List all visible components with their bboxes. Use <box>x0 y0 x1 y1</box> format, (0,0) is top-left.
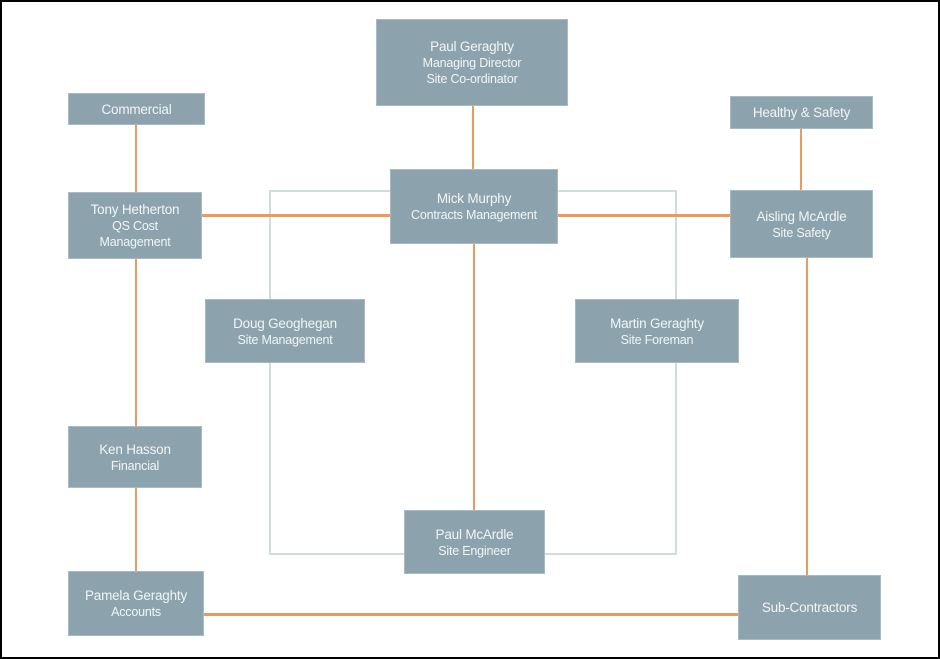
node-ken-hasson[interactable]: Ken Hasson Financial <box>68 426 202 488</box>
connector-mick-to-paulmcardle <box>473 244 475 510</box>
node-role: Site Foreman <box>620 332 694 347</box>
connector-aisling-to-subcontractors <box>806 258 808 575</box>
node-name: Pamela Geraghty <box>84 588 188 603</box>
node-name: Healthy & Safety <box>752 105 851 120</box>
node-healthy-safety[interactable]: Healthy & Safety <box>730 96 873 129</box>
node-name: Ken Hasson <box>99 441 171 457</box>
node-name: Mick Murphy <box>436 191 512 206</box>
node-name: Aisling McArdle <box>756 208 847 224</box>
node-tony-hetherton[interactable]: Tony Hetherton QS Cost Management <box>68 192 202 259</box>
connector-pamela-to-subcontractors <box>204 613 738 616</box>
connector-commercial-to-tony <box>135 124 137 192</box>
node-doug-geoghegan[interactable]: Doug Geoghegan Site Management <box>205 299 365 363</box>
node-role: Management <box>99 235 171 249</box>
node-paul-geraghty[interactable]: Paul Geraghty Managing Director Site Co-… <box>376 19 568 106</box>
node-name: Paul McArdle <box>435 526 514 542</box>
node-role: Site Management <box>237 332 333 347</box>
node-pamela-geraghty[interactable]: Pamela Geraghty Accounts <box>68 571 204 636</box>
connector-paul-to-mick <box>472 106 474 169</box>
connector-healthysafety-to-aisling <box>800 129 802 190</box>
node-role: Accounts <box>111 605 161 619</box>
connector-tony-to-pamela <box>135 259 137 572</box>
node-role: Managing Director <box>422 56 522 70</box>
node-role: Contracts Management <box>411 208 537 222</box>
node-name: Tony Hetherton <box>90 202 180 217</box>
node-sub-contractors[interactable]: Sub-Contractors <box>738 575 881 640</box>
node-name: Paul Geraghty <box>430 39 514 54</box>
node-commercial[interactable]: Commercial <box>68 93 205 125</box>
node-mick-murphy[interactable]: Mick Murphy Contracts Management <box>390 169 558 244</box>
node-martin-geraghty[interactable]: Martin Geraghty Site Foreman <box>575 299 739 363</box>
node-aisling-mcardle[interactable]: Aisling McArdle Site Safety <box>730 190 873 258</box>
node-role: Financial <box>110 458 160 473</box>
node-paul-mcardle[interactable]: Paul McArdle Site Engineer <box>404 510 545 574</box>
node-role: Site Co-ordinator <box>426 72 518 86</box>
node-name: Commercial <box>101 101 172 117</box>
node-role: Site Safety <box>772 225 831 240</box>
node-role: QS Cost <box>112 219 158 233</box>
node-name: Martin Geraghty <box>610 315 704 331</box>
node-role: Site Engineer <box>438 543 511 558</box>
node-name: Sub-Contractors <box>761 600 858 615</box>
node-name: Doug Geoghegan <box>233 315 337 331</box>
